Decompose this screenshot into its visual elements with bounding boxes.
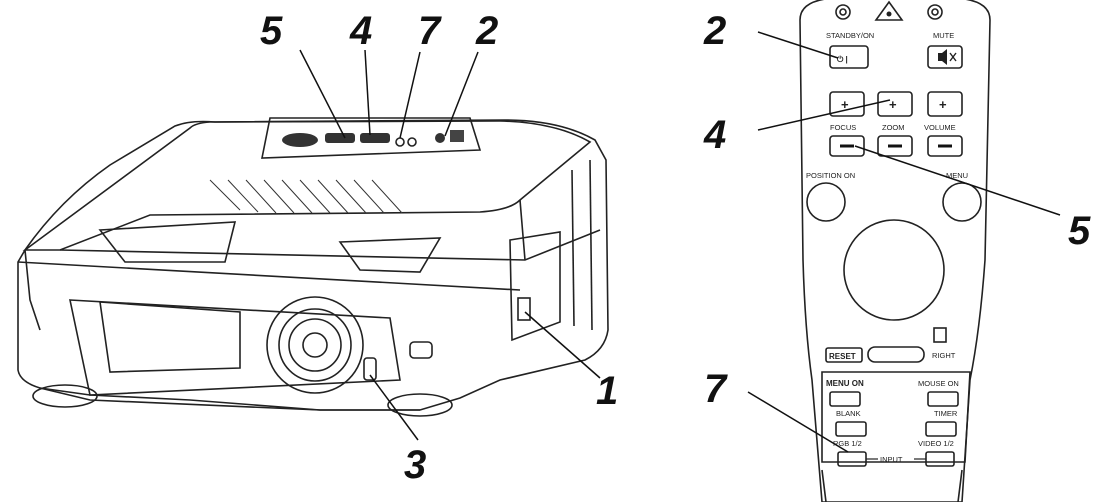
top-vent-lines <box>209 179 403 214</box>
remote-label-zoom: ZOOM <box>882 123 905 132</box>
callout-5-remote: 5 <box>1068 209 1091 253</box>
remote-reset-button[interactable] <box>825 347 863 363</box>
remote-label-right: RIGHT <box>932 351 956 360</box>
projector-illustration <box>17 117 609 417</box>
remote-label-mute: MUTE <box>933 31 954 40</box>
remote-right-icon <box>933 327 947 343</box>
remote-rgb-button[interactable] <box>837 451 867 467</box>
remote-label-focus: FOCUS <box>830 123 856 132</box>
remote-leader-lines <box>747 31 1061 453</box>
remote-label-rgb: RGB 1/2 <box>833 439 862 448</box>
callout-7-projector: 7 <box>418 9 442 53</box>
remote-focus-minus-button[interactable] <box>829 135 865 157</box>
remote-timer-button[interactable] <box>925 421 957 437</box>
remote-label-menu: MENU <box>946 171 968 180</box>
callout-4-projector: 4 <box>349 9 372 53</box>
remote-disc-pad[interactable] <box>843 219 945 321</box>
speaker-icon <box>938 49 947 65</box>
projector-lens <box>266 296 364 394</box>
remote-volume-minus-button[interactable] <box>927 135 963 157</box>
remote-label-blank: BLANK <box>836 409 861 418</box>
remote-menu-button[interactable] <box>942 182 982 222</box>
remote-mouse-on-button[interactable] <box>927 391 959 407</box>
remote-standby-on-button[interactable] <box>829 45 869 69</box>
remote-label-mouse-on: MOUSE ON <box>918 379 959 388</box>
projector-leader-lines <box>299 49 601 441</box>
remote-zoom-minus-button[interactable] <box>877 135 913 157</box>
callout-5-projector: 5 <box>260 9 283 53</box>
svg-text:+: + <box>889 97 897 112</box>
callout-4-remote: 4 <box>703 113 726 157</box>
remote-label-timer: TIMER <box>934 409 958 418</box>
remote-label-menu-on: MENU ON <box>826 379 864 388</box>
callout-7-remote: 7 <box>704 367 728 411</box>
remote-blank-button[interactable] <box>835 421 867 437</box>
svg-text:+: + <box>841 97 849 112</box>
remote-video-button[interactable] <box>925 451 955 467</box>
remote-label-standby-on: STANDBY/ON <box>826 31 874 40</box>
remote-menu-on-button[interactable] <box>829 391 861 407</box>
top-control-panel <box>261 117 482 159</box>
callout-2-remote: 2 <box>703 9 726 53</box>
remote-zoom-plus-button[interactable] <box>877 91 913 117</box>
remote-mute-button[interactable] <box>927 45 963 69</box>
remote-label-position-on: POSITION ON <box>806 171 855 180</box>
remote-position-button[interactable] <box>806 182 846 222</box>
callout-2-projector: 2 <box>475 9 498 53</box>
remote-left-button[interactable] <box>867 346 925 363</box>
remote-label-input: INPUT <box>880 455 903 464</box>
remote-label-reset: RESET <box>829 352 856 361</box>
remote-standby-symbol: ⏻ | <box>837 55 848 64</box>
callout-3-projector: 3 <box>404 443 426 487</box>
callout-1-projector: 1 <box>596 369 618 413</box>
remote-volume-plus-button[interactable] <box>927 91 963 117</box>
svg-text:+: + <box>939 97 947 112</box>
remote-control-illustration: STANDBY/ON ⏻ | MUTE + + + FOCUS ZOOM VOL… <box>799 0 991 502</box>
remote-label-video: VIDEO 1/2 <box>918 439 954 448</box>
remote-label-volume: VOLUME <box>924 123 956 132</box>
remote-focus-plus-button[interactable] <box>829 91 865 117</box>
